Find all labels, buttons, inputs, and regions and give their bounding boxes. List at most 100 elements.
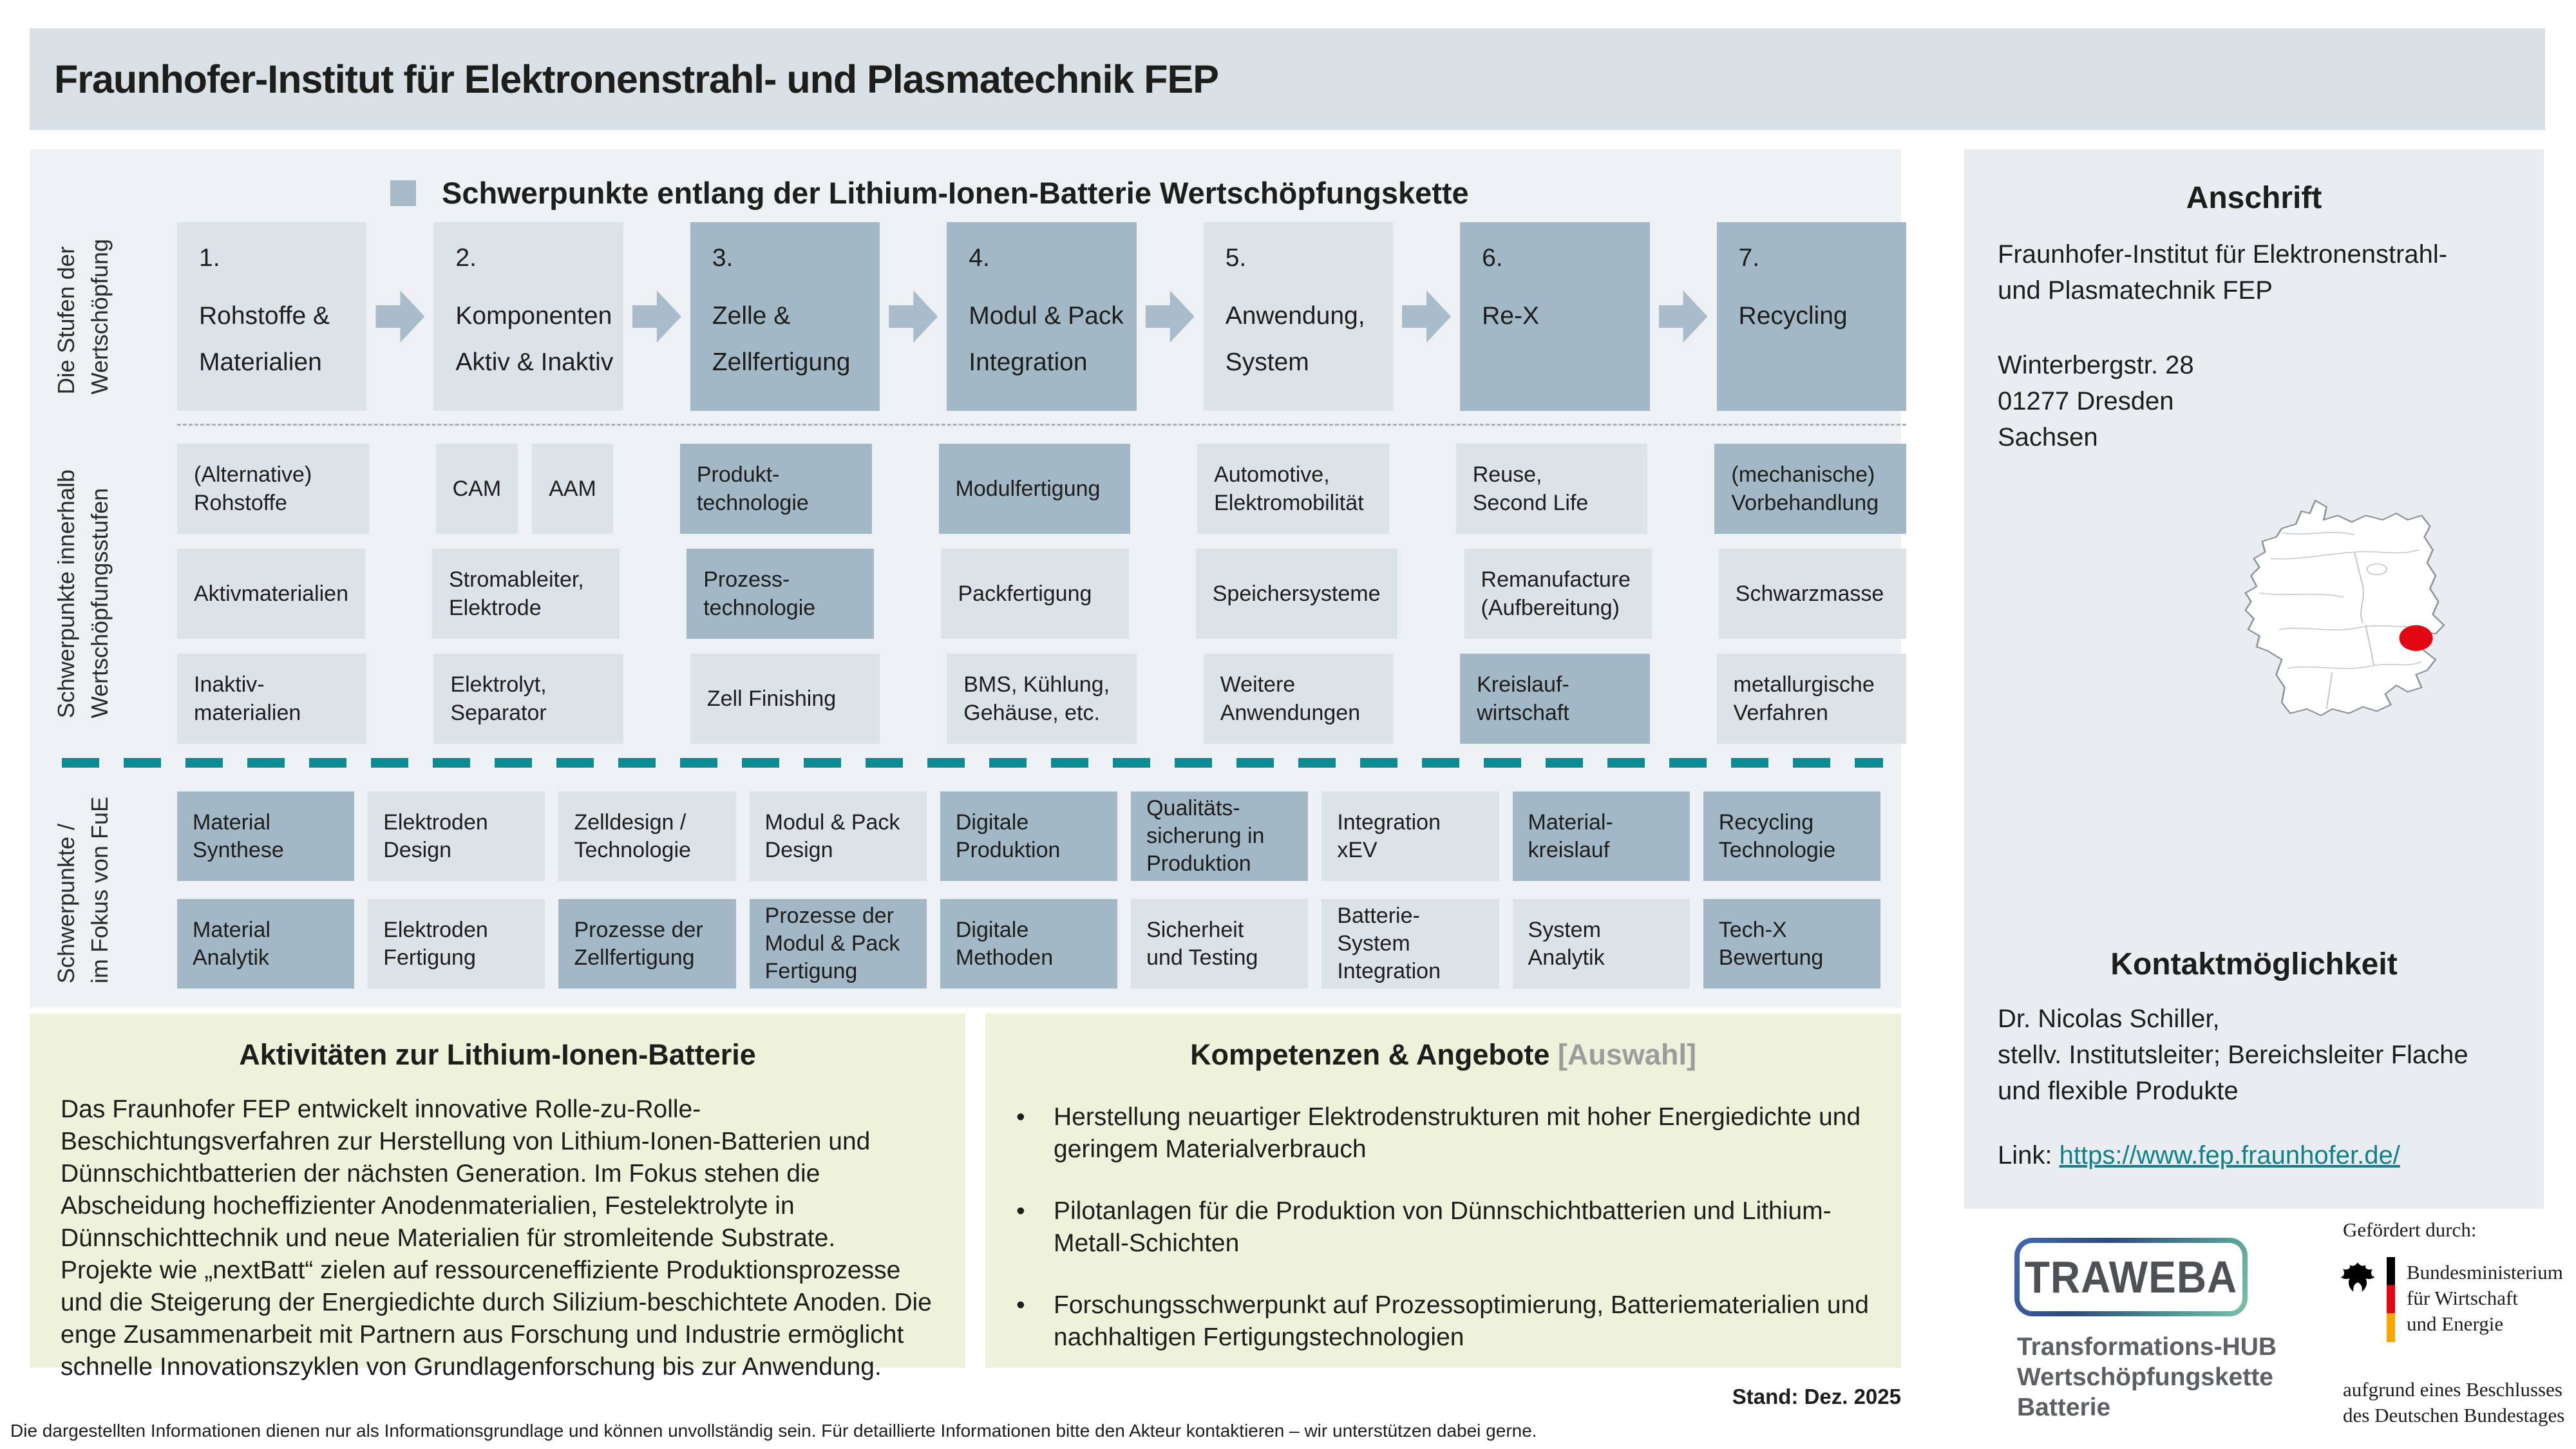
competences-title: Kompetenzen & Angebote [Auswahl] [1190,1038,1696,1071]
competences-title-suffix: [Auswahl] [1549,1038,1696,1071]
fue-row-1: Material Synthese Elektroden Design Zell… [177,791,1880,881]
divider-dashed [177,424,1906,426]
focus-item: Automotive, Elektromobilität [1197,444,1389,534]
focus-row-2: Aktivmaterialien Stromableiter, Elektrod… [177,549,1907,639]
institute-name: Fraunhofer-Institut für Elektronenstrahl… [1998,240,2448,305]
section-title: Schwerpunkte entlang der Lithium-Ionen-B… [442,176,1469,210]
date-stamp: Stand: Dez. 2025 [1732,1385,1901,1408]
focus-item: Stromableiter, Elektrode [431,549,620,639]
contact-link-row: Link: https://www.fep.fraunhofer.de/ [1998,1137,2513,1173]
stage-re-x: 6. Re-X [1460,222,1650,411]
fue-item: Zelldesign / Technologie [558,791,736,881]
focus-item: (Alternative) Rohstoffe [177,444,369,534]
state-borders [2259,531,2422,710]
website-link[interactable]: https://www.fep.fraunhofer.de/ [2059,1141,2400,1170]
focus-item: CAM [435,444,518,534]
focus-item: BMS, Kühlung, Gehäuse, etc. [947,654,1137,744]
traweba-logo: TRAWEBA [2014,1238,2248,1316]
value-chain-panel: Schwerpunkte entlang der Lithium-Ionen-B… [30,149,1907,1008]
row-label-fue: Schwerpunkte / im Fokus von FuE [53,796,113,984]
focus-item: Packfertigung [941,549,1129,639]
focus-item: Aktivmaterialien [177,549,365,639]
ministry-logo: Bundesministerium für Wirtschaft und Ene… [2338,1257,2563,1342]
fue-item: Integration xEV [1321,791,1499,881]
stage-anwendung: 5. Anwendung, System [1203,222,1394,411]
header-bar: Fraunhofer-Institut für Elektronenstrahl… [30,28,2545,130]
stage-recycling: 7. Recycling [1716,222,1906,411]
contact-block: Dr. Nicolas Schiller, stellv. Institutsl… [1998,1001,2513,1173]
arrow-right-icon [1658,290,1708,343]
funded-by-label: Gefördert durch: [2343,1218,2477,1241]
arrow-right-icon [632,290,681,343]
row-label-stages: Die Stufen der Wertschöpfung [53,238,113,395]
focus-item: Zell Finishing [690,654,880,744]
focus-item: Speichersysteme [1195,549,1397,639]
fue-item: Material Synthese [177,791,355,881]
fue-item: Elektroden Design [368,791,545,881]
stage-zelle: 3. Zelle & Zellfertigung [690,222,880,411]
fue-item: Batterie- System Integration [1321,899,1499,989]
focus-item: Inaktiv- materialien [177,654,367,744]
row-label-focus: Schwerpunkte innerhalb Wertschöpfungsstu… [53,469,113,719]
section-title-row: Schwerpunkte entlang der Lithium-Ionen-B… [390,175,1469,211]
competences-box: Kompetenzen & Angebote [Auswahl] • Herst… [985,1014,1901,1368]
focus-item: AAM [532,444,613,534]
fue-item: Prozesse der Modul & Pack Fertigung [749,899,927,989]
ministry-name: Bundesministerium für Wirtschaft und Ene… [2407,1261,2563,1335]
focus-item: metallurgische Verfahren [1716,654,1906,744]
federal-eagle-icon [2340,1262,2375,1292]
address-block: Fraunhofer-Institut für Elektronenstrahl… [1998,236,2513,455]
decree-note: aufgrund eines Beschlusses des Deutschen… [2343,1378,2565,1426]
stage-rohstoffe: 1. Rohstoffe & Materialien [177,222,367,411]
street: Winterbergstr. 28 [1998,351,2194,379]
fue-item: Elektroden Fertigung [368,899,545,989]
fue-item: System Analytik [1512,899,1690,989]
location-dot [2399,625,2433,651]
focus-row-3: Inaktiv- materialien Elektrolyt, Separat… [177,654,1906,744]
arrow-right-icon [889,290,938,343]
fue-item: Tech-X Bewertung [1703,899,1880,989]
traweba-subtitle: Transformations-HUB Wertschöpfungskette … [2017,1333,2277,1421]
focus-item: Elektrolyt, Separator [433,654,623,744]
link-label: Link: [1998,1141,2060,1170]
contact-name: Dr. Nicolas Schiller, [1998,1005,2220,1033]
disclaimer-text: Die dargestellten Informationen dienen n… [10,1421,1537,1441]
contact-role: stellv. Institutsleiter; Bereichsleiter … [1998,1041,2468,1105]
germany-map [2157,489,2518,770]
competences-list: • Herstellung neuartiger Elektrodenstruk… [1016,1101,1870,1354]
traweba-wordmark: TRAWEBA [2024,1252,2238,1302]
fue-item: Recycling Technologie [1703,791,1880,881]
fue-item: Digitale Methoden [940,899,1118,989]
fue-item: Prozesse der Zellfertigung [558,899,736,989]
list-item: • Forschungsschwerpunkt auf Prozessoptim… [1016,1289,1870,1354]
fue-item: Modul & Pack Design [749,791,927,881]
activities-text: Das Fraunhofer FEP entwickelt innovative… [61,1095,932,1381]
activities-title: Aktivitäten zur Lithium-Ionen-Batterie [239,1038,756,1071]
contact-sidebar: Anschrift Fraunhofer-Institut für Elektr… [1964,149,2544,1209]
stage-modul-pack: 4. Modul & Pack Integration [947,222,1137,411]
list-item: • Pilotanlagen für die Produktion von Dü… [1016,1195,1870,1260]
focus-item: Modulfertigung [938,444,1131,534]
stage-row: 1. Rohstoffe & Materialien 2. Komponente… [177,222,1906,411]
bullet-icon: • [1016,1197,1025,1225]
anschrift-title: Anschrift [2186,181,2322,215]
fue-row-2: Material Analytik Elektroden Fertigung P… [177,899,1880,989]
flag-bar-icon [2387,1257,2395,1342]
fue-item: Sicherheit und Testing [1131,899,1309,989]
activities-box: Aktivitäten zur Lithium-Ionen-Batterie D… [30,1014,965,1381]
kontakt-title: Kontaktmöglichkeit [2110,947,2398,981]
focus-item: Remanufacture (Aufbereitung) [1464,549,1652,639]
focus-item: (mechanische) Vorbehandlung [1714,444,1906,534]
bullet-icon: • [1016,1291,1025,1319]
fue-item: Qualitäts- sicherung in Produktion [1131,791,1309,881]
focus-item: Prozess- technologie [687,549,875,639]
arrow-right-icon [375,290,425,343]
focus-item: Reuse, Second Life [1455,444,1648,534]
germany-outline [2244,499,2445,717]
fue-item: Material Analytik [177,899,355,989]
focus-item: Schwarzmasse [1718,549,1907,639]
fue-item: Material- kreislauf [1512,791,1690,881]
list-item: • Herstellung neuartiger Elektrodenstruk… [1016,1101,1870,1166]
bullet-icon: • [1016,1103,1025,1131]
state: Sachsen [1998,423,2098,451]
